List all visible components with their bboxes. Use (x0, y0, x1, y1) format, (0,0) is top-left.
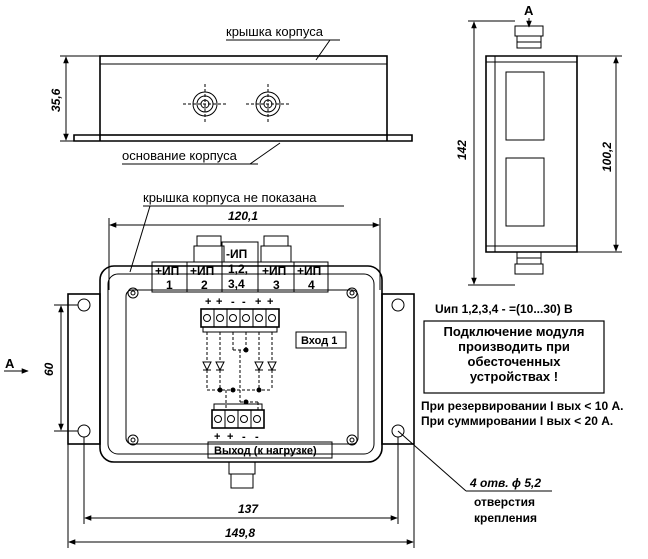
label-lid: крышка корпуса (226, 24, 324, 39)
sign-plus: + (216, 296, 222, 308)
label-base: основание корпуса (122, 148, 238, 163)
corner-screw-icon (127, 287, 139, 299)
cable-gland-icon (193, 235, 225, 263)
term-3-mid: 1,2, (228, 262, 248, 276)
sign-plus: + (205, 296, 211, 308)
term-2-bottom: 2 (201, 278, 208, 292)
term-3-top: -ИП (226, 247, 247, 261)
gland-left-icon (183, 84, 227, 124)
view-a-arrow-label: A (5, 356, 15, 371)
term-5-top: +ИП (297, 264, 321, 278)
output-terminal-block (211, 403, 265, 429)
sign-minus: - (231, 296, 235, 308)
dim-height-side: 35,6 (49, 88, 63, 112)
term-1-top: +ИП (155, 264, 179, 278)
term-5-bottom: 4 (308, 278, 315, 292)
warning-line-1: Подключение модуля (444, 324, 585, 339)
warning-line-2: производить при (458, 339, 570, 354)
base-flange (73, 134, 413, 142)
sign-minus: - (242, 431, 246, 443)
mount-hole-icon (391, 298, 405, 312)
warning-box (423, 320, 605, 394)
input-terminal-block (200, 308, 280, 333)
dim-bottom-inner: 137 (238, 502, 259, 516)
label-lid-hidden: крышка корпуса не показана (143, 190, 317, 205)
term-4-top: +ИП (262, 264, 286, 278)
mount-hole-icon (77, 298, 91, 312)
term-4-bottom: 3 (273, 278, 280, 292)
end-view: A 142 100,2 (455, 3, 622, 286)
corner-screw-icon (346, 434, 358, 446)
side-view: крышка корпуса основание корпуса 35,6 (49, 24, 413, 165)
redundancy-note: При резервировании I вых < 10 А. (421, 399, 623, 413)
sign-plus: + (227, 431, 233, 443)
holes-note: 4 отв. ϕ 5,2 (469, 476, 541, 490)
dim-top-width: 120,1 (228, 209, 258, 223)
dim-left-height: 60 (42, 362, 56, 376)
corner-screw-icon (127, 434, 139, 446)
sign-plus: + (214, 431, 220, 443)
corner-screw-icon (346, 287, 358, 299)
holes-desc-2: крепления (474, 511, 537, 525)
dim-bottom-outer: 149,8 (225, 526, 255, 540)
gland-right-icon (246, 84, 290, 124)
flange-left (67, 293, 101, 445)
base-outline (99, 265, 383, 463)
term-2-top: +ИП (190, 264, 214, 278)
term-3-bottom: 3,4 (228, 277, 245, 291)
cable-gland-icon (228, 461, 256, 489)
warning-line-4: устройствах ! (470, 369, 558, 384)
sign-minus: - (242, 296, 246, 308)
dim-side-total: 142 (455, 140, 469, 160)
output-label: Выход (к нагрузке) (214, 445, 317, 457)
sign-minus: - (255, 431, 259, 443)
holes-desc-1: отверстия (474, 495, 535, 509)
flange-right (381, 293, 415, 445)
input-label: Вход 1 (301, 335, 337, 347)
cable-gland-icon (260, 235, 292, 263)
summing-note: При суммировании I вых < 20 А. (421, 414, 613, 428)
warning-line-3: обесточенных (468, 354, 562, 369)
sign-plus: + (267, 296, 273, 308)
sign-plus: + (255, 296, 261, 308)
voltage-note: Uип 1,2,3,4 - =(10...30) В (435, 302, 573, 316)
dim-side-inner: 100,2 (600, 142, 614, 172)
internal-wiring (202, 332, 277, 410)
mount-hole-icon (77, 424, 91, 438)
front-view: крышка корпуса не показана 120,1 (4, 190, 552, 548)
view-a-label: A (524, 3, 534, 18)
notes: Uип 1,2,3,4 - =(10...30) В Подключение м… (421, 302, 623, 525)
lid-body (99, 55, 388, 136)
term-1-bottom: 1 (166, 278, 173, 292)
